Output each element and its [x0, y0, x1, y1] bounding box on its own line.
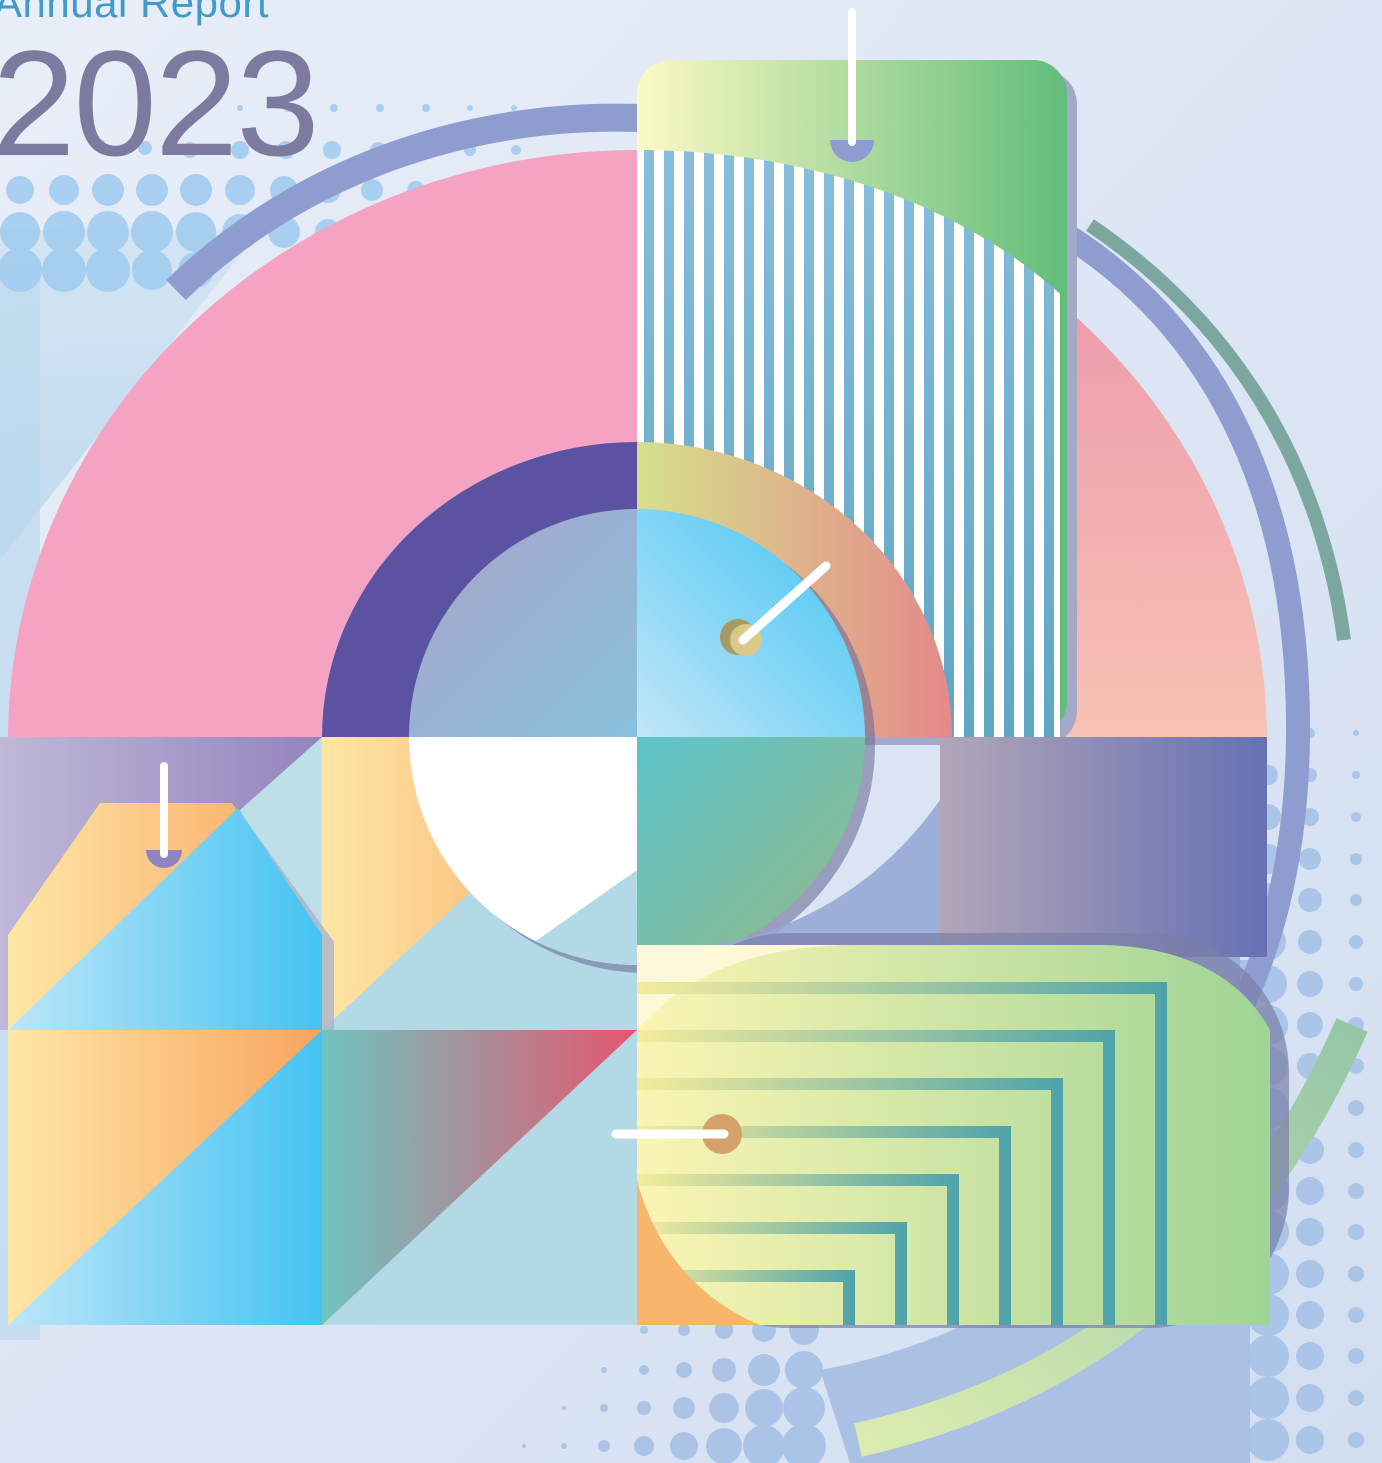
band-right — [940, 737, 1267, 957]
pale-blue-triangle — [322, 1030, 637, 1325]
left-tag-blue-upper — [8, 808, 322, 1030]
outer-arc-teal — [1086, 219, 1351, 641]
outer-arc-blue-top — [166, 103, 641, 301]
green-tag-hook-ring — [830, 140, 874, 162]
left-tag-hook-ring — [146, 850, 182, 868]
striped-field — [637, 945, 1270, 1325]
blue-sweep — [820, 960, 1250, 1463]
left-tag-blue-lower — [8, 1030, 322, 1325]
report-subtitle: Annual Report — [0, 0, 270, 26]
circle-hand — [738, 561, 831, 645]
report-year: 2023 — [0, 19, 320, 187]
